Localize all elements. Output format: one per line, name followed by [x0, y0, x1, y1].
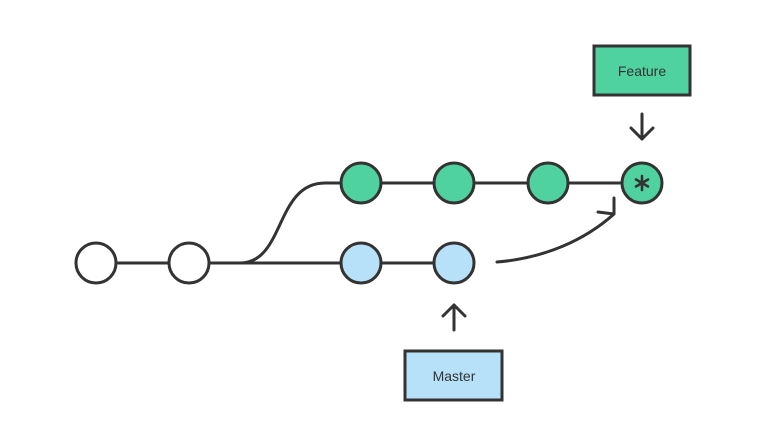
commit-base-2	[167, 241, 211, 285]
master-label-box	[403, 349, 504, 402]
commit-master-2	[432, 241, 476, 285]
curved-arrow-icon	[495, 196, 616, 264]
commit-feature-1	[339, 161, 383, 205]
asterisk-icon	[634, 174, 650, 192]
feature-label-box	[592, 44, 692, 97]
feature-label: Feature	[592, 44, 692, 97]
commit-base-1	[74, 241, 118, 285]
commit-feature-2	[432, 161, 476, 205]
commit-master-1	[339, 241, 383, 285]
commit-feature-3	[526, 161, 570, 205]
master-label: Master	[403, 349, 504, 402]
arrow-down-icon	[629, 112, 655, 141]
arrow-up-icon	[441, 303, 467, 332]
feature-branch-curve	[239, 181, 642, 265]
feature-label-text: Feature	[618, 63, 666, 79]
master-label-text: Master	[433, 368, 476, 384]
